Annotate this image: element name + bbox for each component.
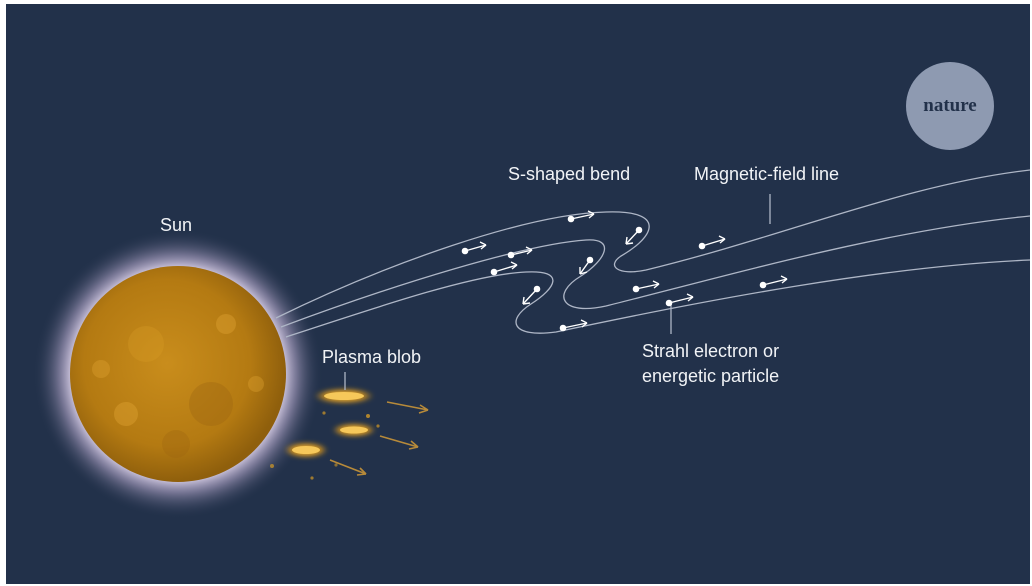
particle (559, 319, 588, 332)
particle (759, 275, 788, 289)
particle (625, 226, 643, 245)
field-line-3 (285, 259, 1030, 338)
strahl-label-line1: Strahl electron or (642, 341, 780, 361)
magnetic-field-line-label: Magnetic-field line (694, 164, 840, 184)
field-lines (275, 169, 1030, 338)
particle (490, 261, 518, 276)
plasma-arrows (329, 401, 429, 476)
plasma-arrow (379, 435, 419, 450)
s-shaped-bend-label: S-shaped bend (508, 164, 631, 184)
particle (461, 241, 487, 255)
sun-label: Sun (160, 215, 193, 235)
plasma-blob-label: Plasma blob (322, 347, 422, 367)
plasma-arrow (386, 401, 429, 414)
particle (579, 256, 594, 275)
strahl-label-line2: energetic particle (642, 366, 780, 386)
diagram-artwork (33, 169, 1030, 519)
particle (632, 280, 660, 293)
field-line-2 (280, 215, 1030, 328)
particle (522, 285, 541, 305)
plasma-blobs (270, 388, 380, 480)
nature-logo: nature (906, 62, 994, 150)
sun (70, 266, 286, 482)
plasma-arrow (329, 459, 367, 476)
nature-logo-text: nature (923, 95, 977, 116)
diagram-canvas: Sun Plasma blob S-shaped bend Magnetic-f… (6, 4, 1030, 584)
particle (567, 210, 595, 223)
field-line-1 (275, 169, 1030, 319)
particle (665, 293, 694, 307)
particle (507, 246, 533, 259)
particle (698, 235, 726, 250)
particles (461, 210, 788, 332)
